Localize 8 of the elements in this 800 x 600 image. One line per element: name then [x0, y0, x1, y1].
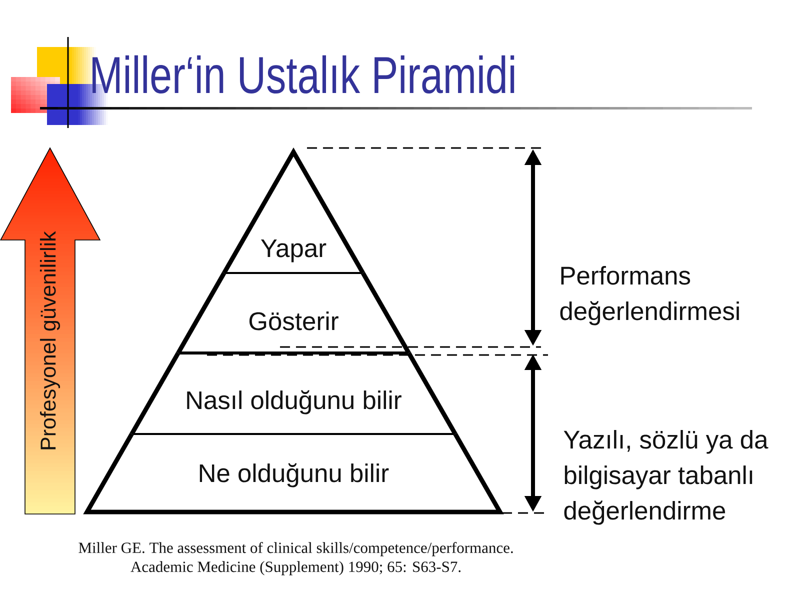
pyramid-level: Gösterir [176, 272, 411, 354]
pyramid-level: Ne olduğunu bilir [83, 432, 504, 514]
title: Miller‘in Ustalık Piramidi [92, 55, 514, 94]
side-label: Performans değerlendirmesi [560, 266, 739, 326]
pyramid-level: Yapar [222, 147, 365, 274]
caption: Miller GE. The assessment of clinical skills/competence/performance. Academic Medicine (Supplement) 1990; 65: S63-S7. [78, 542, 513, 576]
pyramid-level: Nasıl olduğunu bilir [130, 352, 458, 436]
side-label: Yazılı, sözlü ya da bilgisayar tabanlı değerlendirme [564, 430, 768, 525]
